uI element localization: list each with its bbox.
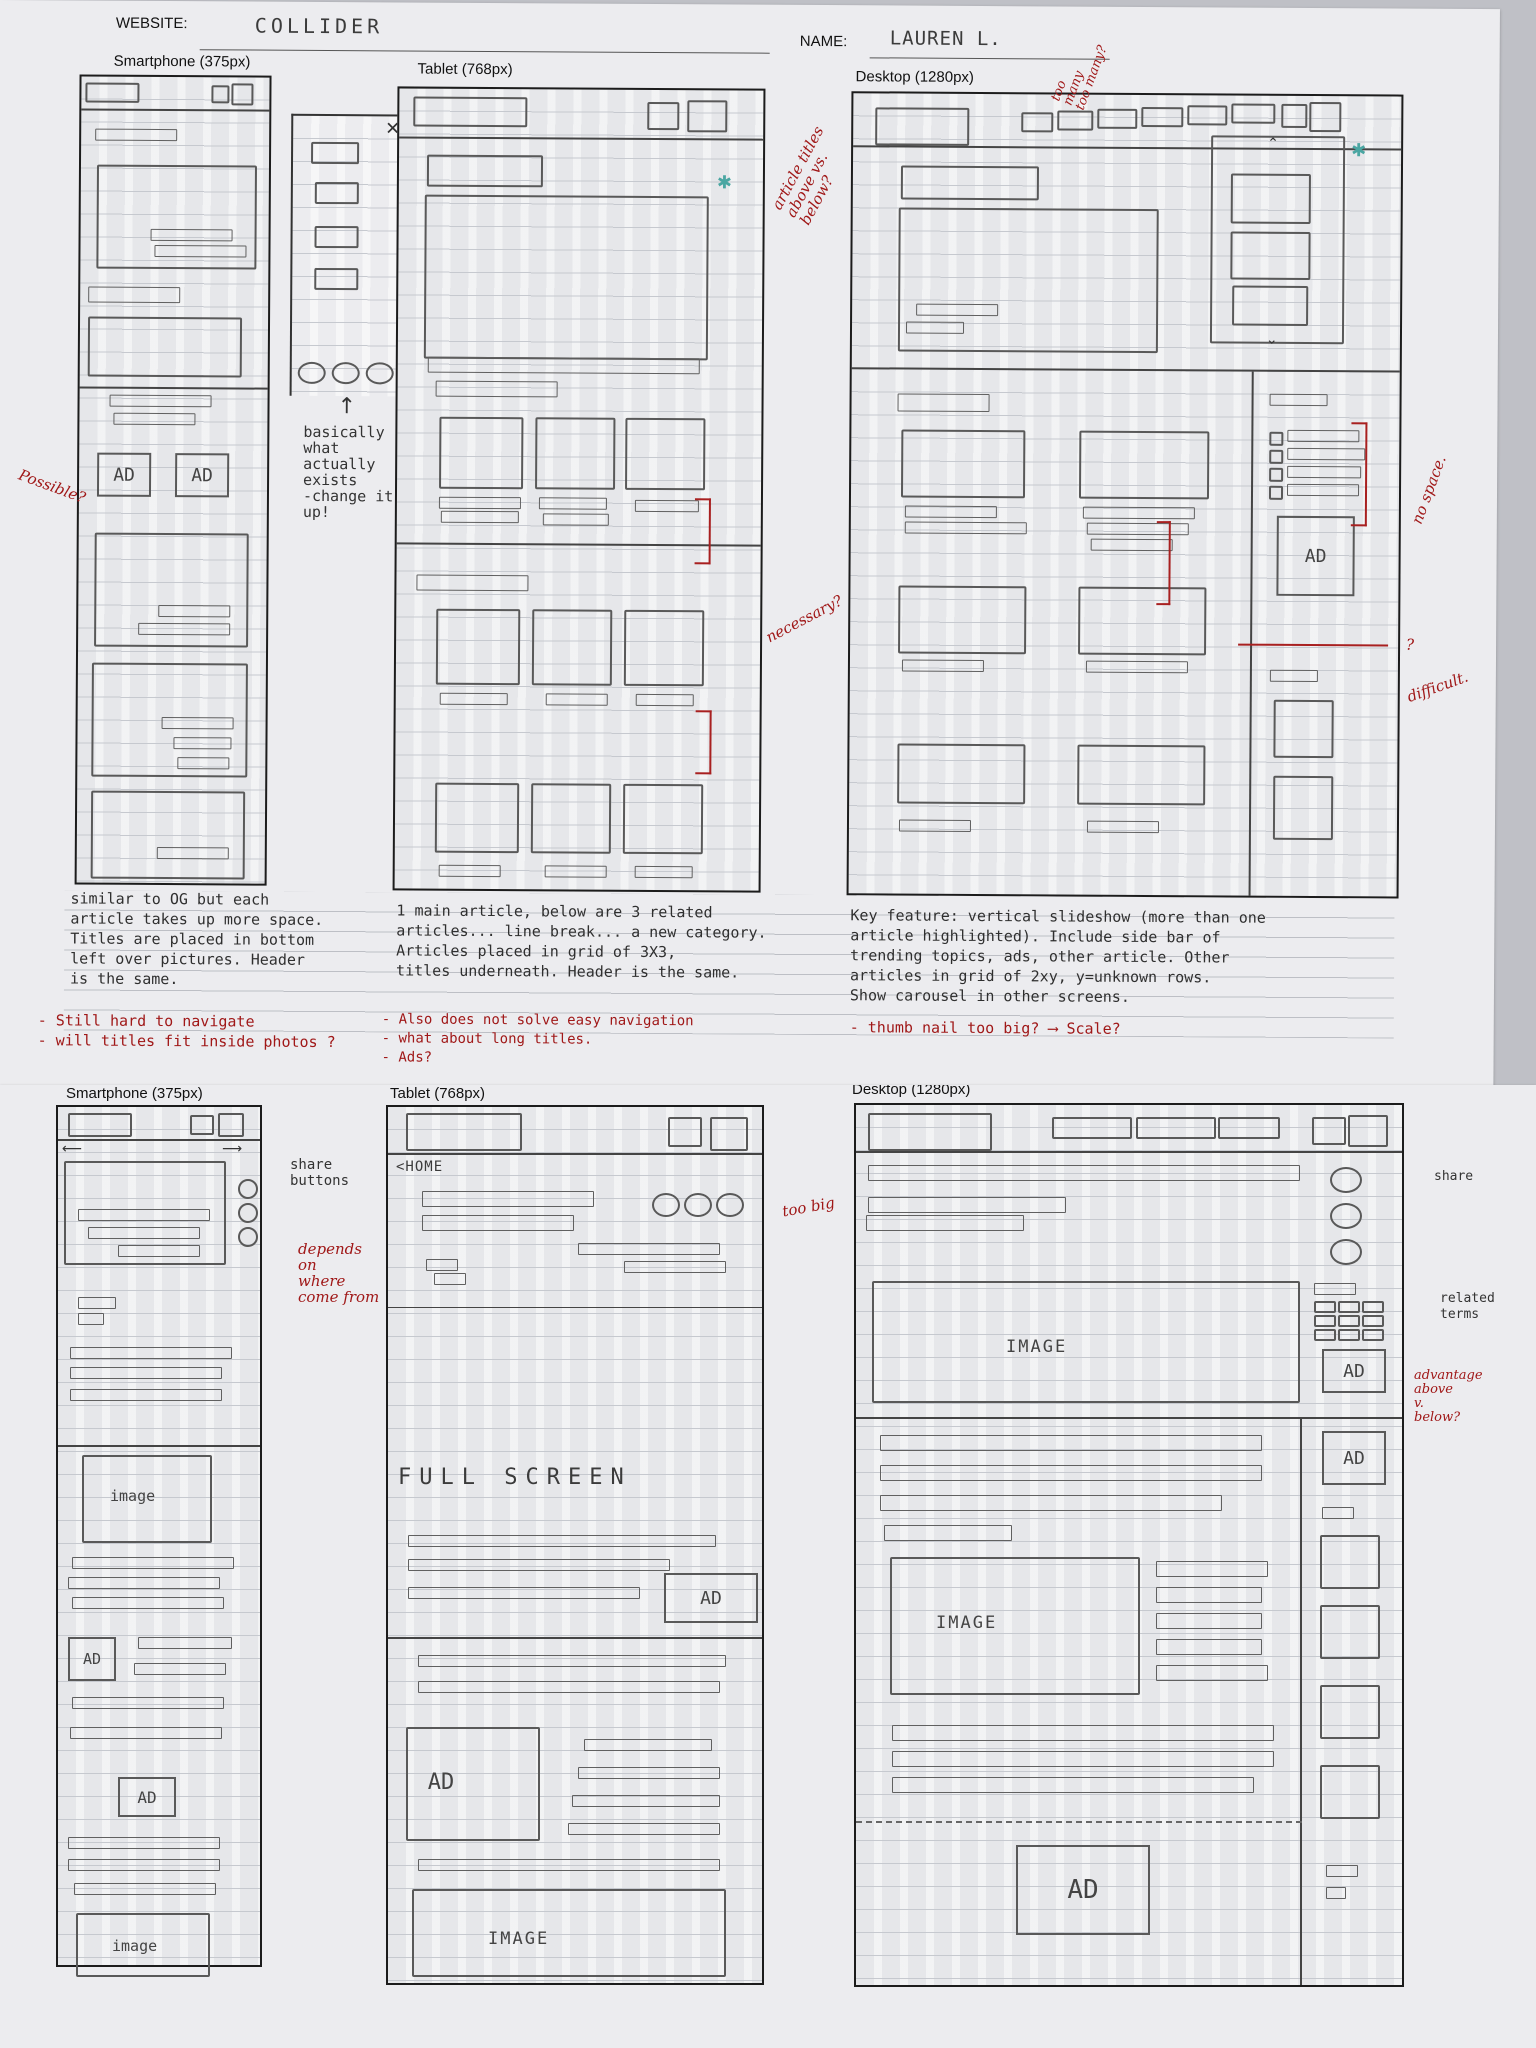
nav-item — [1057, 110, 1094, 131]
ad-box: AD — [118, 1777, 176, 1817]
website-underline — [199, 49, 770, 54]
ad-box: AD — [427, 1769, 455, 1795]
ad-box: AD — [96, 452, 152, 497]
tablet-red-note: - Also does not solve easy navigation - … — [381, 1011, 694, 1066]
full-screen-note: FULL SCREEN — [398, 1465, 632, 1490]
share-icon — [684, 1193, 712, 1217]
nav-item — [1218, 1117, 1280, 1139]
label-smartphone: Smartphone (375px) — [113, 52, 251, 71]
tablet-article-wireframe: <HOME FULL SCREEN AD AD IMAGE — [386, 1105, 764, 1985]
share-icon — [652, 1193, 680, 1217]
hero-image — [872, 1281, 1300, 1403]
difficult-note: difficult. — [1404, 667, 1471, 706]
ad-box: AD — [174, 453, 230, 498]
search-icon — [1312, 1117, 1346, 1145]
search-icon — [1281, 103, 1308, 128]
share-icon — [1330, 1203, 1362, 1229]
tablet-note: 1 main article, below are 3 related arti… — [396, 901, 767, 982]
related-terms-note: related terms — [1440, 1291, 1495, 1322]
image-placeholder — [406, 1727, 540, 1841]
side-menu-panel: ✕ — [289, 113, 402, 397]
label-tablet: Tablet (768px) — [417, 60, 513, 79]
smartphone-wireframe: AD AD — [74, 74, 272, 886]
ad-box: AD — [1322, 1349, 1386, 1393]
name-value: LAUREN L. — [889, 27, 1002, 51]
smartphone-article-wireframe: ⟵ ⟶ image AD AD image — [56, 1105, 262, 1977]
menu-icon — [710, 1117, 748, 1151]
phone-note: similar to OG but each article takes up … — [69, 889, 324, 989]
share-icon — [1330, 1167, 1362, 1193]
share-note: share — [1434, 1169, 1474, 1184]
share-icon — [238, 1203, 258, 1223]
image-placeholder — [76, 1913, 210, 1977]
name-label: NAME: — [799, 32, 848, 51]
up-arrow-icon: ↑ — [337, 394, 357, 420]
depends-note: depends on where come from — [298, 1240, 380, 1306]
article-titles-note: article titles above vs. below? — [767, 123, 838, 228]
desktop-article-wireframe: IMAGE AD AD IMAGE AD — [854, 1103, 1404, 1987]
desktop-note: Key feature: vertical slideshow (more th… — [849, 906, 1266, 1006]
search-icon — [668, 1117, 702, 1147]
ad-box: AD — [68, 1637, 116, 1681]
logo-box — [875, 107, 970, 146]
basically-note: basically what actually exists -change i… — [302, 422, 394, 522]
necessary-note: necessary? — [762, 591, 846, 647]
phone-red-note: - Still hard to navigate - will titles f… — [37, 1011, 336, 1052]
website-label: WEBSITE: — [115, 14, 188, 33]
nav-item — [1136, 1117, 1216, 1139]
too-big-note: too big — [780, 1193, 837, 1221]
main-article-image — [423, 194, 709, 361]
share-icon — [238, 1179, 258, 1199]
label-desktop: Desktop (1280px) — [855, 68, 975, 86]
search-icon — [647, 101, 680, 131]
question-note: ? — [1406, 635, 1415, 654]
worksheet-top: WEBSITE: COLLIDER NAME: LAUREN L. Smartp… — [0, 0, 1500, 1095]
image-placeholder — [890, 1557, 1140, 1695]
worksheet-bottom: Smartphone (375px) Tablet (768px) Deskto… — [0, 1085, 1536, 2048]
logo-box — [413, 96, 528, 128]
share-icon — [1330, 1239, 1362, 1265]
logo-box — [868, 1113, 992, 1151]
label-smartphone: Smartphone (375px) — [66, 1085, 203, 1102]
share-buttons-note: share buttons — [290, 1157, 350, 1189]
chevron-up-icon: ⌃ — [1267, 135, 1279, 152]
nav-item — [1141, 106, 1184, 128]
menu-icon — [231, 83, 254, 106]
menu-icon — [1348, 1115, 1388, 1147]
desktop-wireframe: ⌃ ⌄ ✱ AD — [846, 91, 1404, 899]
nav-item — [1187, 105, 1228, 126]
no-space-note: no space. — [1407, 452, 1450, 527]
nav-item — [1231, 103, 1276, 124]
share-icon — [238, 1227, 258, 1247]
logo-box — [68, 1113, 132, 1137]
share-icon — [716, 1193, 744, 1217]
image-placeholder — [82, 1455, 212, 1543]
label-desktop: Desktop (1280px) — [852, 1085, 971, 1098]
ad-box: AD — [1276, 515, 1355, 597]
search-icon — [190, 1115, 214, 1135]
logo-box — [85, 82, 140, 103]
chevron-down-icon: ⌄ — [1265, 331, 1278, 348]
nav-item — [1097, 108, 1138, 129]
image-placeholder — [412, 1889, 726, 1977]
website-value: COLLIDER — [254, 13, 384, 39]
advantage-note: advantage above v. below? — [1414, 1368, 1483, 1425]
ad-box: AD — [664, 1573, 758, 1623]
hero-image — [64, 1161, 226, 1265]
menu-icon — [1309, 102, 1342, 133]
menu-icon — [687, 100, 728, 133]
search-icon — [211, 85, 230, 104]
desktop-red-note: - thumb nail too big? ⟶ Scale? — [849, 1018, 1121, 1038]
logo-box — [406, 1113, 522, 1151]
label-tablet: Tablet (768px) — [390, 1085, 486, 1102]
ad-box: AD — [1322, 1431, 1386, 1485]
menu-icon — [218, 1113, 244, 1137]
ad-box: AD — [1016, 1845, 1150, 1935]
nav-item — [1052, 1117, 1132, 1139]
home-link[interactable]: <HOME — [396, 1159, 444, 1175]
nav-item — [1021, 112, 1054, 133]
